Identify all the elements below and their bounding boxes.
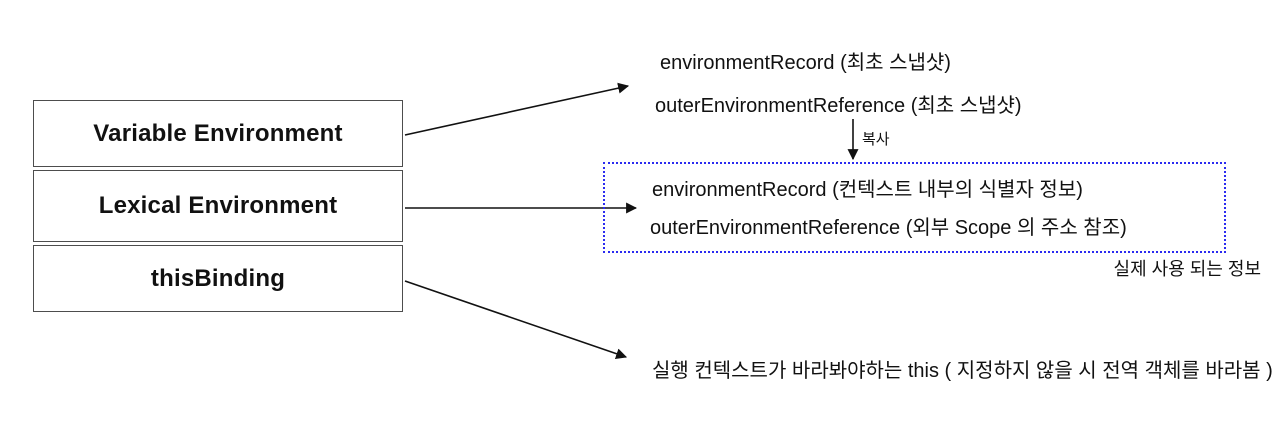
copy-arrow-label: 복사 — [862, 131, 890, 148]
this-binding-note: 실행 컨텍스트가 바라봐야하는 this ( 지정하지 않을 시 전역 객체를 … — [652, 360, 1273, 382]
snapshot-outer-reference-text: outerEnvironmentReference (최초 스냅샷) — [655, 95, 1022, 117]
active-environment-record-text: environmentRecord (컨텍스트 내부의 식별자 정보) — [652, 179, 1083, 201]
lexical-environment-label: Lexical Environment — [98, 192, 338, 219]
arrow-variable-to-snapshot — [404, 82, 630, 136]
active-outer-reference-text: outerEnvironmentReference (외부 Scope 의 주소… — [650, 217, 1127, 239]
arrow-this-to-note — [404, 280, 628, 359]
active-environment-caption: 실제 사용 되는 정보 — [1113, 259, 1261, 279]
snapshot-environment-record-text: environmentRecord (최초 스냅샷) — [660, 52, 951, 74]
lexical-environment-box: Lexical Environment — [33, 170, 403, 242]
active-environment-dotted-box — [603, 162, 1226, 253]
this-binding-box: thisBinding — [33, 245, 403, 312]
variable-environment-label: Variable Environment — [93, 119, 343, 147]
this-binding-label: thisBinding — [150, 264, 286, 292]
variable-environment-box: Variable Environment — [33, 100, 403, 167]
